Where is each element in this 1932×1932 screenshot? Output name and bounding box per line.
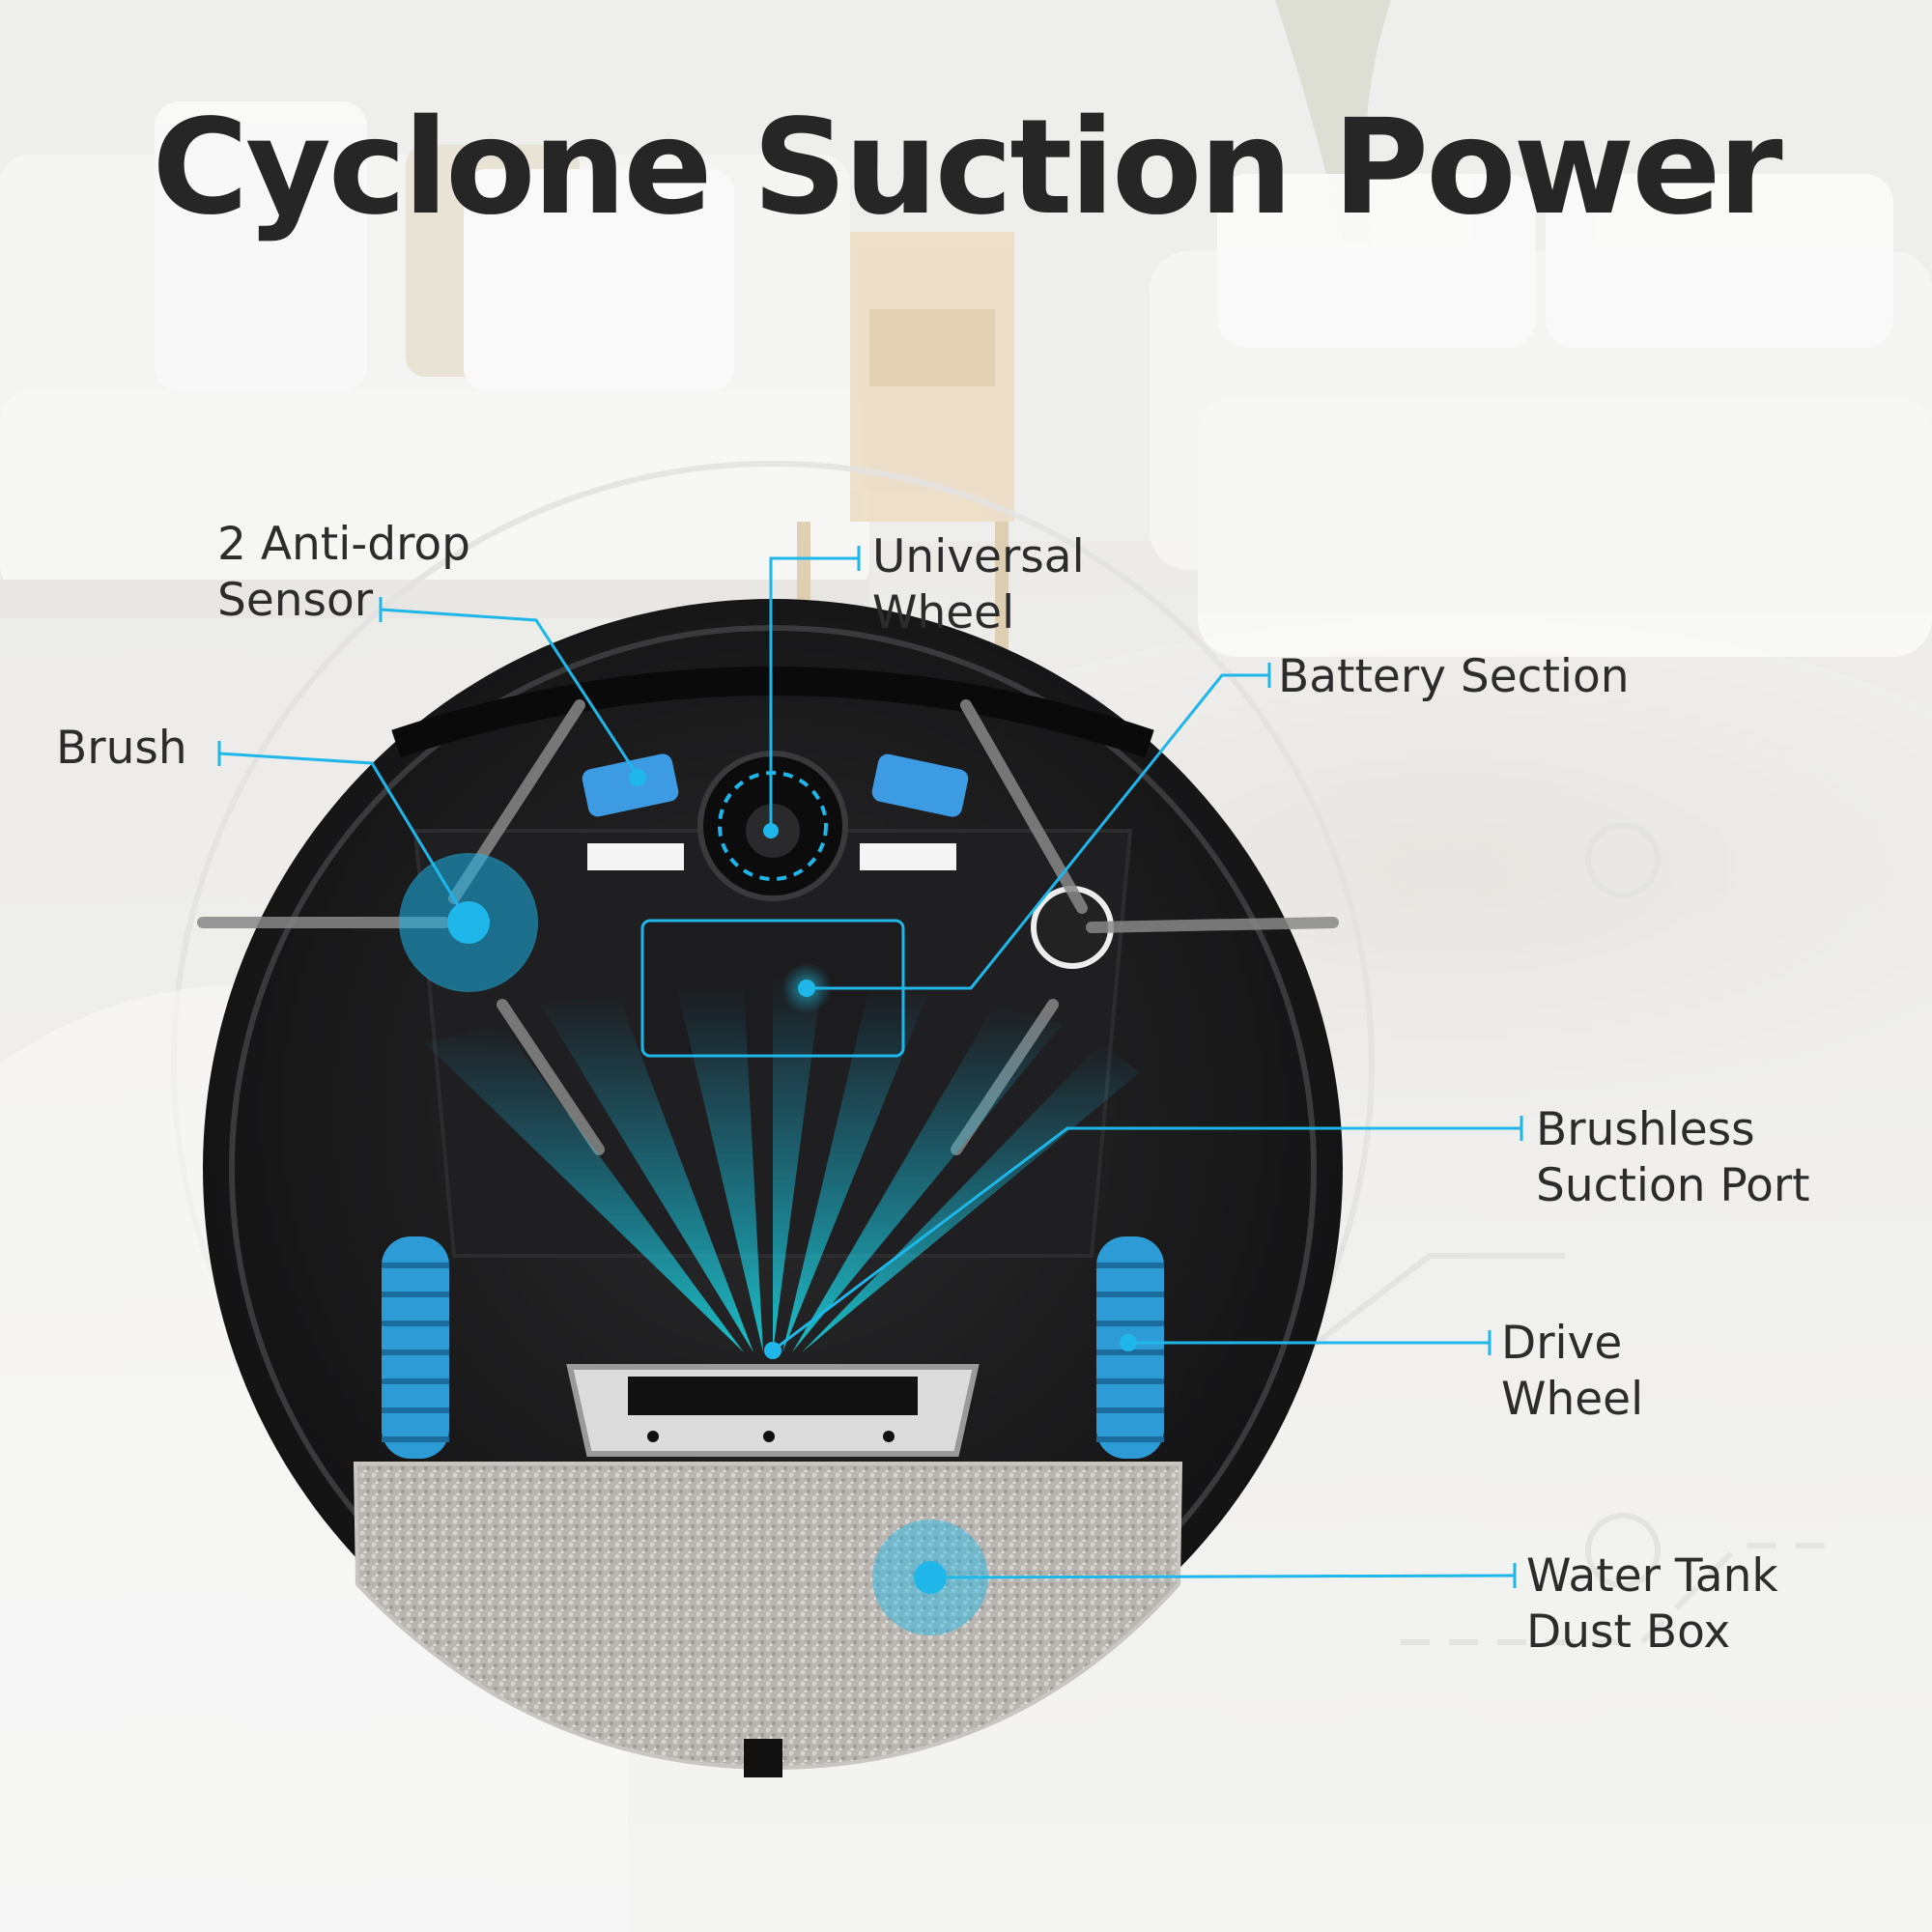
anti-drop-sensor-left: [582, 753, 679, 817]
mop-pad-water-tank: [353, 1462, 1183, 1771]
callout-line: Brushless: [1536, 1103, 1755, 1156]
callout-line: Sensor: [217, 574, 374, 627]
left-sofa: [0, 101, 869, 618]
callout-battery-section: Battery Section: [1278, 649, 1630, 705]
callout-leader-lines: [217, 546, 1523, 1588]
anti-drop-slot-right: [860, 843, 956, 870]
callout-line: Brush: [56, 722, 187, 775]
callout-line: Drive: [1501, 1317, 1623, 1370]
callout-universal-wheel: Universal Wheel: [872, 529, 1085, 641]
callout-brush: Brush: [56, 721, 187, 777]
anti-drop-slot-left: [587, 843, 684, 870]
callout-line: Water Tank: [1526, 1549, 1778, 1603]
callout-brushless-suction-port: Brushless Suction Port: [1536, 1102, 1810, 1214]
page-title: Cyclone Suction Power: [152, 92, 1782, 244]
right-sofa: [1150, 174, 1932, 657]
callout-anti-drop-sensor: 2 Anti-drop Sensor: [217, 517, 470, 629]
callout-line: Dust Box: [1526, 1605, 1731, 1659]
suction-airflow: [425, 976, 1140, 1352]
callout-line: Suction Port: [1536, 1159, 1810, 1212]
callout-line: Universal: [872, 530, 1085, 583]
callout-line: Battery Section: [1278, 650, 1630, 703]
callout-water-tank-dust-box: Water Tank Dust Box: [1526, 1548, 1778, 1661]
callout-drive-wheel: Drive Wheel: [1501, 1316, 1643, 1428]
callout-line: 2 Anti-drop: [217, 518, 470, 571]
drive-wheel-left: [382, 1236, 449, 1459]
anti-drop-sensor-right: [871, 753, 969, 817]
callout-line: Wheel: [1501, 1373, 1644, 1426]
callout-line: Wheel: [872, 586, 1015, 639]
